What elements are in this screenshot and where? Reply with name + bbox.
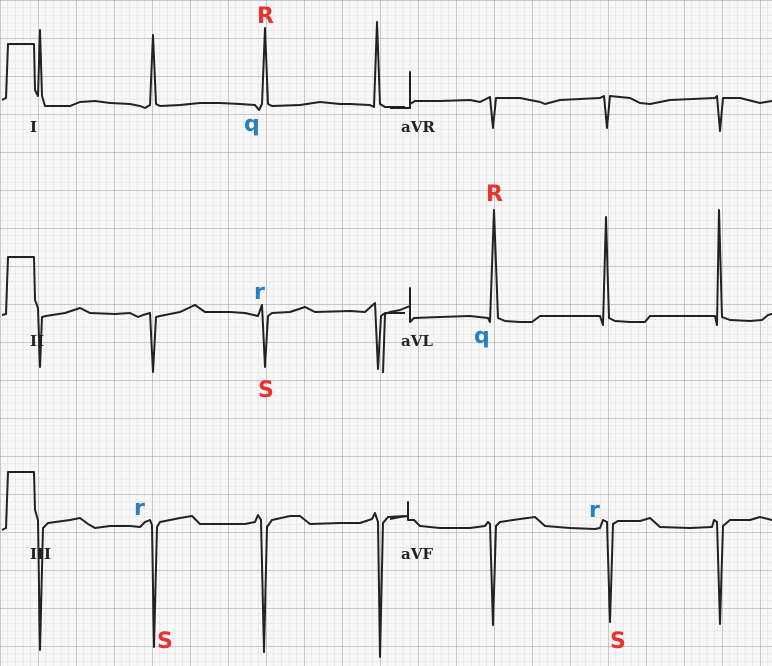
annotation-lead-II-S: S xyxy=(258,378,274,403)
annotation-lead-aVL-R: R xyxy=(486,182,503,207)
annotation-lead-aVL-q: q xyxy=(474,324,490,349)
trace-lead-aVF xyxy=(389,501,772,626)
annotation-lead-aVF-r: r xyxy=(589,498,600,523)
trace-lead-aVR xyxy=(390,71,772,132)
trace-lead-III xyxy=(1,471,406,658)
trace-lead-aVL xyxy=(382,209,772,374)
lead-label-III: III xyxy=(30,545,52,563)
annotation-lead-III-S: S xyxy=(157,629,173,654)
lead-label-aVL: aVL xyxy=(401,332,433,350)
annotation-lead-I-q: q xyxy=(244,112,260,137)
annotation-lead-I-R: R xyxy=(257,4,274,29)
lead-label-I: I xyxy=(30,118,38,136)
trace-lead-I xyxy=(1,21,405,111)
annotation-lead-aVF-S: S xyxy=(610,629,626,654)
annotation-lead-III-r: r xyxy=(134,496,145,521)
lead-label-aVF: aVF xyxy=(401,545,434,563)
lead-label-II: II xyxy=(30,332,45,350)
annotation-lead-II-r: r xyxy=(254,280,265,305)
trace-lead-II xyxy=(1,256,405,373)
lead-label-aVR: aVR xyxy=(401,118,435,136)
